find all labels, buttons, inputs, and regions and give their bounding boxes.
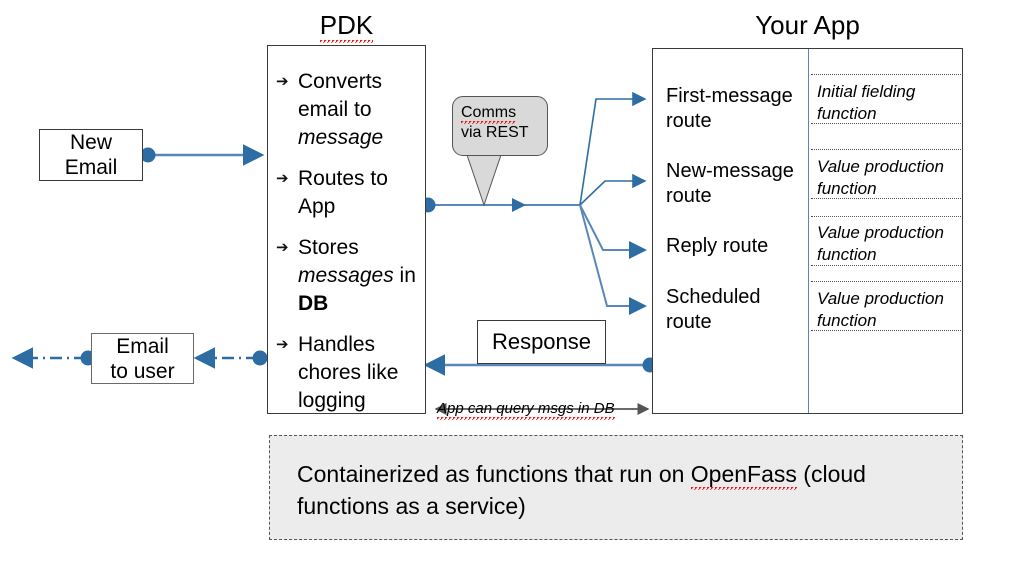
- pdk-bullet-item: ➔ Converts email to message: [276, 68, 424, 152]
- pdk-bullet-text: Converts email to message: [298, 70, 384, 149]
- arrow-email-user-out: [11, 347, 96, 369]
- footer-misspelled-word: OpenFass: [690, 461, 797, 490]
- arrow-bullet-icon: ➔: [276, 170, 289, 187]
- pdk-bullet-item: ➔ Routes to App: [276, 165, 424, 221]
- route-reply: Reply route: [666, 235, 769, 257]
- response-label: Response: [491, 329, 592, 354]
- pdk-box: [267, 45, 426, 414]
- response-box: Response: [477, 320, 606, 364]
- arrow-bullet-icon: ➔: [276, 73, 289, 90]
- db-query-label: App can query msgs in DB: [437, 400, 615, 420]
- pdk-bullet-emphasis: messages: [298, 264, 394, 287]
- function-cell: [811, 216, 961, 266]
- footer-line-1: Containerized as functions that run on O…: [297, 458, 947, 490]
- function-cell: [811, 74, 961, 124]
- arrow-pdk-to-email-user: [193, 347, 268, 369]
- pdk-bullet-text: Stores messages in DB: [298, 236, 416, 315]
- arrow-branch-new-message: [579, 173, 647, 206]
- your-app-box: [652, 48, 963, 414]
- email-to-user-label: Email to user: [110, 334, 175, 383]
- arrow-bullet-icon: ➔: [276, 336, 289, 353]
- footer-note-text: Containerized as functions that run on O…: [297, 458, 947, 522]
- comms-callout: Comms via REST: [452, 96, 548, 156]
- footer-line-2: functions as a service): [297, 493, 526, 519]
- function-cell: [811, 281, 961, 331]
- pdk-bullet-item: ➔ Stores messages in DB: [276, 234, 424, 318]
- pdk-bullet-emphasis: message: [298, 126, 384, 149]
- email-to-user-box: Email to user: [91, 333, 194, 384]
- arrow-new-email-to-pdk: [140, 144, 265, 166]
- function-cell: [811, 149, 961, 199]
- arrow-branch-first-message: [579, 91, 647, 206]
- new-email-box: New Email: [39, 129, 143, 181]
- callout-line-1: Comms: [461, 103, 547, 124]
- pdk-bullet-text: Routes to App: [298, 167, 388, 218]
- callout-line-2: via REST: [461, 124, 529, 141]
- pdk-title: PDK: [267, 10, 426, 43]
- pdk-bullet-list: ➔ Converts email to message ➔ Routes to …: [276, 68, 424, 428]
- arrow-branch-scheduled: [579, 204, 647, 315]
- pdk-bullet-item: ➔ Handles chores like logging: [276, 331, 424, 415]
- arrow-branch-reply: [579, 204, 647, 259]
- footer-note-box: [269, 435, 963, 540]
- callout-tail: [466, 154, 502, 207]
- pdk-bullet-strong: DB: [298, 292, 329, 315]
- arrow-bullet-icon: ➔: [276, 239, 289, 256]
- app-vertical-divider: [808, 49, 809, 413]
- pdk-bullet-text: Handles chores like logging: [298, 333, 399, 412]
- new-email-label: New Email: [64, 131, 118, 179]
- arrow-pdk-to-app-trunk: [420, 197, 580, 213]
- your-app-title: Your App: [755, 10, 860, 40]
